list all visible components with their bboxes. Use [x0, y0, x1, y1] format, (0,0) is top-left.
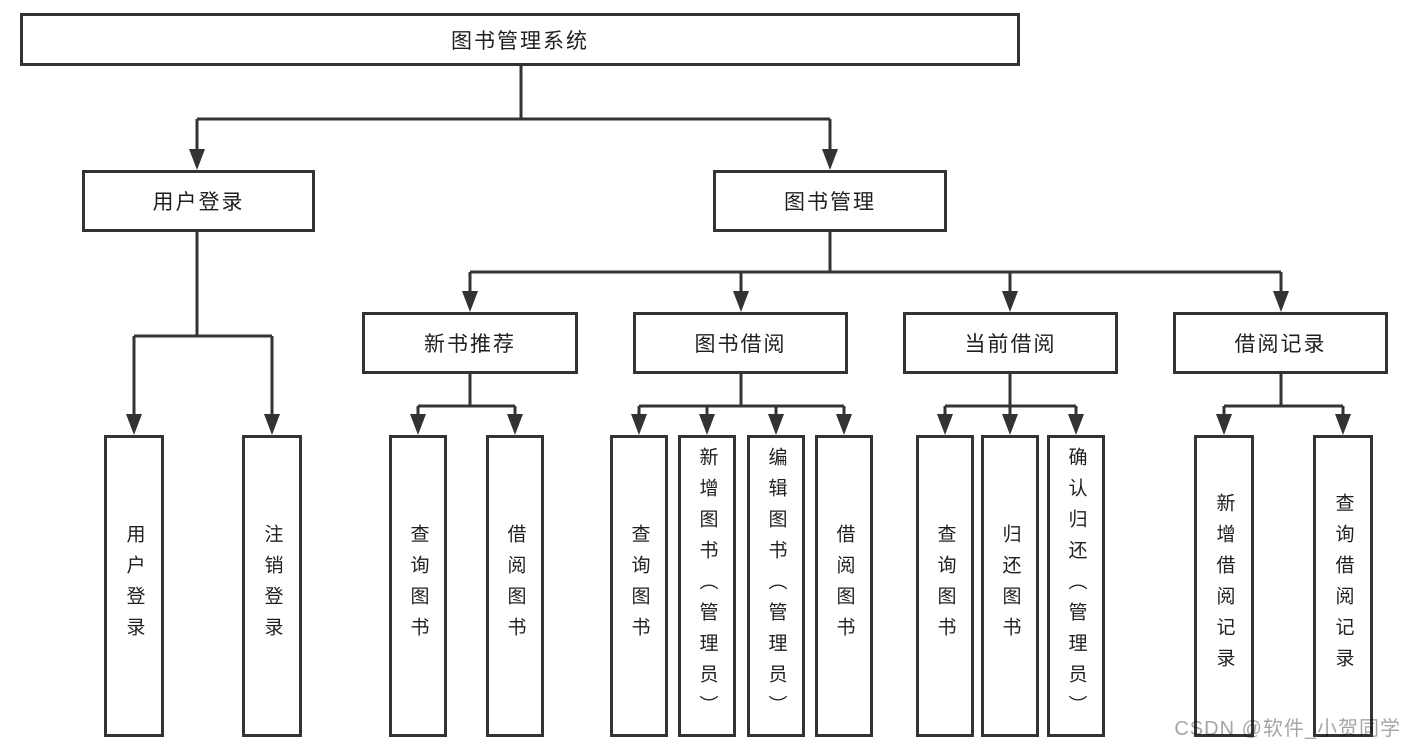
leaf-cb-query-books: 查询图书 — [916, 435, 974, 737]
arrow-down-icon — [1068, 414, 1084, 435]
connector-root-to-level2 — [195, 64, 832, 158]
node-label: 借阅记录 — [1234, 333, 1327, 356]
leaf-bb-add-books-admin: 新增图书（管理员） — [678, 435, 736, 737]
arrow-down-icon — [410, 414, 426, 435]
arrow-down-icon — [1216, 414, 1232, 435]
arrow-down-icon — [1002, 291, 1018, 312]
leaf-label: 归还图书 — [999, 524, 1021, 648]
leaf-label: 查询借阅记录 — [1332, 493, 1354, 679]
leaf-br-add-record: 新增借阅记录 — [1194, 435, 1254, 737]
leaf-user-login: 用户登录 — [104, 435, 164, 737]
connector-book-mgmt-to-level3 — [468, 230, 1283, 301]
leaf-label: 用户登录 — [123, 524, 145, 648]
connector-user-login-to-leaves — [132, 230, 274, 424]
leaf-br-query-record: 查询借阅记录 — [1313, 435, 1373, 737]
arrow-down-icon — [1335, 414, 1351, 435]
leaf-label: 注销登录 — [261, 524, 283, 648]
leaf-label: 查询图书 — [628, 524, 650, 648]
node-user-login: 用户登录 — [82, 170, 315, 232]
node-book-management: 图书管理 — [713, 170, 947, 232]
arrow-down-icon — [507, 414, 523, 435]
node-library-management-system: 图书管理系统 — [20, 13, 1020, 66]
csdn-watermark: CSDN @软件_小贺同学 — [1174, 718, 1401, 740]
connector-book-borrow-to-leaves — [637, 372, 846, 424]
leaf-label: 查询图书 — [407, 524, 429, 648]
arrow-down-icon — [1273, 291, 1289, 312]
arrow-down-icon — [462, 291, 478, 312]
arrow-down-icon — [1002, 414, 1018, 435]
arrow-down-icon — [937, 414, 953, 435]
leaf-nb-borrow-books: 借阅图书 — [486, 435, 544, 737]
arrow-down-icon — [836, 414, 852, 435]
leaf-cb-confirm-return-admin: 确认归还（管理员） — [1047, 435, 1105, 737]
arrow-down-icon — [768, 414, 784, 435]
node-label: 图书管理系统 — [451, 29, 589, 53]
node-label: 图书借阅 — [694, 333, 787, 356]
leaf-label: 借阅图书 — [833, 524, 855, 648]
leaf-label: 查询图书 — [934, 524, 956, 648]
node-new-book-recommend: 新书推荐 — [362, 312, 578, 374]
arrow-down-icon — [733, 291, 749, 312]
node-book-borrow: 图书借阅 — [633, 312, 848, 374]
leaf-label: 编辑图书（管理员） — [765, 446, 787, 726]
node-label: 新书推荐 — [424, 333, 516, 356]
node-borrow-records: 借阅记录 — [1173, 312, 1388, 374]
arrow-down-icon — [189, 149, 205, 170]
arrowheads — [126, 149, 1351, 435]
arrow-down-icon — [822, 149, 838, 170]
node-label: 图书管理 — [784, 191, 876, 214]
leaf-label: 借阅图书 — [504, 524, 526, 648]
connector-borrow-records-to-leaves — [1222, 372, 1345, 424]
arrow-down-icon — [631, 414, 647, 435]
leaf-label: 新增图书（管理员） — [696, 446, 718, 726]
connector-new-book-to-leaves — [416, 372, 517, 424]
node-label: 用户登录 — [152, 191, 245, 214]
leaf-cb-return-books: 归还图书 — [981, 435, 1039, 737]
arrow-down-icon — [699, 414, 715, 435]
node-label: 当前借阅 — [964, 333, 1057, 356]
arrow-down-icon — [126, 414, 142, 435]
leaf-label: 新增借阅记录 — [1213, 493, 1235, 679]
leaf-logout: 注销登录 — [242, 435, 302, 737]
leaf-bb-query-books: 查询图书 — [610, 435, 668, 737]
arrow-down-icon — [264, 414, 280, 435]
leaf-bb-borrow-books: 借阅图书 — [815, 435, 873, 737]
leaf-nb-query-books: 查询图书 — [389, 435, 447, 737]
leaf-label: 确认归还（管理员） — [1065, 446, 1087, 726]
leaf-bb-edit-books-admin: 编辑图书（管理员） — [747, 435, 805, 737]
node-current-borrow: 当前借阅 — [903, 312, 1118, 374]
